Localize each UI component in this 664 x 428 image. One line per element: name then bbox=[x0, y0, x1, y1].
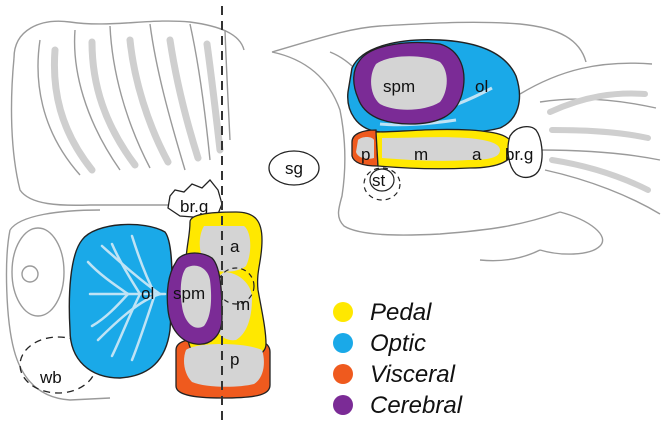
left-eye bbox=[11, 227, 65, 317]
left-arm-cores bbox=[50, 36, 224, 174]
legend: Pedal Optic Visceral Cerebral bbox=[333, 299, 463, 419]
spm-core-left bbox=[180, 265, 212, 328]
optic-lobe-left bbox=[68, 223, 173, 379]
legend-item-optic: Optic bbox=[333, 330, 426, 357]
right-arm-cores bbox=[547, 90, 651, 193]
legend-item-visceral: Visceral bbox=[333, 361, 456, 388]
legend-swatch-cerebral bbox=[333, 395, 353, 415]
label-a-left: a bbox=[230, 237, 240, 256]
legend-swatch-visceral bbox=[333, 364, 353, 384]
label-sg: sg bbox=[285, 159, 303, 178]
legend-item-pedal: Pedal bbox=[333, 299, 432, 326]
statocyst bbox=[363, 167, 401, 201]
label-p-right: p bbox=[361, 145, 370, 164]
label-ol-right: ol bbox=[475, 77, 488, 96]
legend-label-visceral: Visceral bbox=[370, 361, 456, 388]
label-p-left: p bbox=[230, 350, 239, 369]
legend-swatch-optic bbox=[333, 333, 353, 353]
legend-label-optic: Optic bbox=[370, 330, 426, 357]
label-m-left: m bbox=[236, 295, 250, 314]
label-st: st bbox=[372, 171, 386, 190]
subesophageal-mass-right bbox=[351, 128, 515, 170]
label-spm-left: spm bbox=[173, 284, 205, 303]
spm-core-right bbox=[371, 56, 447, 110]
label-m-right: m bbox=[414, 145, 428, 164]
label-wb: wb bbox=[39, 368, 62, 387]
legend-label-cerebral: Cerebral bbox=[370, 392, 463, 419]
label-brg-right: br.g bbox=[505, 145, 533, 164]
left-body-outline bbox=[5, 20, 245, 401]
branchial-ganglion-left bbox=[167, 179, 223, 219]
branchial-ganglion-right bbox=[507, 125, 543, 179]
legend-swatch-pedal bbox=[333, 302, 353, 322]
legend-label-pedal: Pedal bbox=[370, 299, 432, 326]
label-spm-right: spm bbox=[383, 77, 415, 96]
stellate-ganglion bbox=[268, 150, 320, 186]
label-a-right: a bbox=[472, 145, 482, 164]
label-brg-left: br.g bbox=[180, 197, 208, 216]
legend-item-cerebral: Cerebral bbox=[333, 392, 463, 419]
label-ol-left: ol bbox=[141, 284, 154, 303]
